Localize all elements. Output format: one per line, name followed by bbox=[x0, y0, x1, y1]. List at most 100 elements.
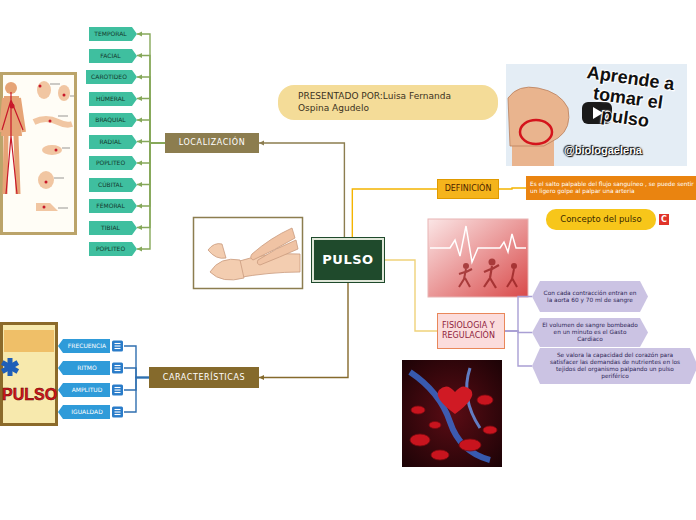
illustration-detail bbox=[38, 171, 54, 189]
illustration-detail bbox=[483, 426, 497, 434]
list-icon-box bbox=[112, 407, 123, 418]
illustration-detail bbox=[39, 85, 42, 88]
node-shape bbox=[89, 49, 137, 63]
characteristic-tag: IGUALDAD bbox=[58, 405, 124, 419]
image-title: PULSO bbox=[2, 386, 56, 404]
node-shape bbox=[532, 281, 648, 312]
node-text: LOCALIZACIÓN bbox=[179, 138, 246, 148]
illustration-detail bbox=[42, 145, 62, 155]
location-tag: TEMPORAL bbox=[89, 27, 137, 41]
node-text: FRECUENCIA bbox=[68, 342, 106, 349]
node-text: POPLITEO bbox=[96, 159, 125, 166]
connector bbox=[124, 346, 149, 378]
illustration-detail bbox=[428, 219, 528, 297]
list-icon-box bbox=[112, 385, 123, 396]
connector-line bbox=[137, 143, 165, 206]
arrowhead bbox=[137, 203, 142, 208]
location-tag: CAROTIDEO bbox=[86, 70, 137, 84]
illustration-detail bbox=[63, 94, 66, 97]
connector bbox=[259, 140, 344, 238]
connector-line bbox=[137, 143, 165, 163]
node-shape bbox=[89, 221, 137, 235]
arrowhead bbox=[137, 96, 142, 101]
illustration-detail bbox=[4, 330, 54, 352]
list-icon-box bbox=[112, 363, 123, 374]
connector bbox=[124, 368, 149, 378]
illustration-detail bbox=[411, 406, 425, 414]
location-tag: POPLITEO bbox=[89, 156, 137, 170]
node-text: Concepto del pulso bbox=[560, 214, 642, 224]
arrowhead bbox=[137, 74, 142, 79]
node-text: AMPLITUD bbox=[72, 386, 103, 393]
list-icon-line bbox=[115, 365, 121, 366]
definition-box: DEFINICIÓN bbox=[437, 179, 499, 199]
location-tag: TIBIAL bbox=[89, 221, 137, 235]
arrowhead bbox=[137, 139, 142, 144]
connector bbox=[137, 96, 165, 143]
arrowhead bbox=[137, 182, 142, 187]
arrowhead bbox=[137, 53, 142, 58]
illustration-detail bbox=[43, 206, 46, 209]
connector-line bbox=[137, 143, 165, 228]
list-icon-line bbox=[115, 392, 121, 393]
connector-line bbox=[137, 143, 165, 249]
list-icon bbox=[112, 385, 123, 396]
connector bbox=[499, 188, 526, 189]
illustration-detail bbox=[459, 269, 472, 287]
illustration-detail bbox=[37, 81, 51, 99]
illustration-detail bbox=[484, 265, 499, 288]
connector-line bbox=[505, 297, 532, 332]
node-text: Se valora la capacidad del corazón para … bbox=[542, 352, 688, 380]
list-icon-line bbox=[115, 348, 121, 349]
node-text: El volumen de sangre bombeado en un minu… bbox=[542, 322, 638, 343]
list-icon bbox=[112, 341, 123, 352]
connector bbox=[352, 189, 437, 238]
location-tag: POPLITEO bbox=[89, 242, 137, 256]
connector bbox=[137, 117, 165, 143]
central-topic: PULSO bbox=[312, 238, 384, 282]
info-hexagon: Con cada contracción entran en la aorta … bbox=[532, 281, 648, 312]
arrowhead bbox=[259, 375, 264, 380]
video-handle: @biologaelena bbox=[548, 144, 658, 156]
connector-line bbox=[137, 34, 165, 143]
illustration-detail bbox=[49, 120, 52, 123]
node-shape bbox=[58, 383, 110, 397]
location-tag: FÉMORAL bbox=[89, 199, 137, 213]
illustration-detail bbox=[410, 395, 497, 460]
connector bbox=[137, 74, 165, 143]
connector-line bbox=[137, 143, 165, 185]
connector-line bbox=[137, 77, 165, 143]
illustration-detail bbox=[2, 92, 23, 194]
connector bbox=[137, 143, 165, 166]
node-shape bbox=[89, 242, 137, 256]
list-icon-line bbox=[115, 414, 121, 415]
illustration-detail bbox=[210, 259, 244, 280]
node-shape bbox=[86, 70, 137, 84]
illustration-detail bbox=[489, 259, 496, 266]
arrowhead bbox=[137, 246, 142, 251]
author-box: PRESENTADO POR:Luisa Fernanda Ospina Agu… bbox=[278, 85, 498, 120]
arrowhead bbox=[137, 31, 142, 36]
illustration-detail bbox=[36, 203, 58, 211]
node-text: CAROTIDEO bbox=[91, 73, 127, 80]
heart-rate-illustration bbox=[428, 219, 528, 297]
node-shape bbox=[89, 178, 137, 192]
list-icon-line bbox=[115, 409, 121, 410]
node-text: BRAQUIAL bbox=[95, 116, 125, 123]
illustration-detail bbox=[410, 434, 430, 446]
node-text: Es el salto palpable del flujo sanguíneo… bbox=[530, 181, 694, 195]
illustration-detail bbox=[45, 181, 48, 184]
illustration-detail bbox=[2, 324, 57, 425]
node-shape bbox=[89, 199, 137, 213]
list-icon-line bbox=[115, 387, 121, 388]
connector bbox=[259, 282, 348, 380]
illustration-detail bbox=[511, 263, 517, 269]
node-shape bbox=[58, 361, 110, 375]
branch-box: CARACTERÍSTICAS bbox=[149, 367, 259, 388]
node-shape bbox=[58, 339, 110, 353]
node-text: HÚMERAL bbox=[96, 95, 125, 102]
illustration-detail bbox=[438, 386, 473, 414]
illustration-detail bbox=[459, 439, 481, 451]
node-text: CÚBITAL bbox=[98, 181, 123, 188]
vital-signs-illustration bbox=[1, 324, 57, 425]
